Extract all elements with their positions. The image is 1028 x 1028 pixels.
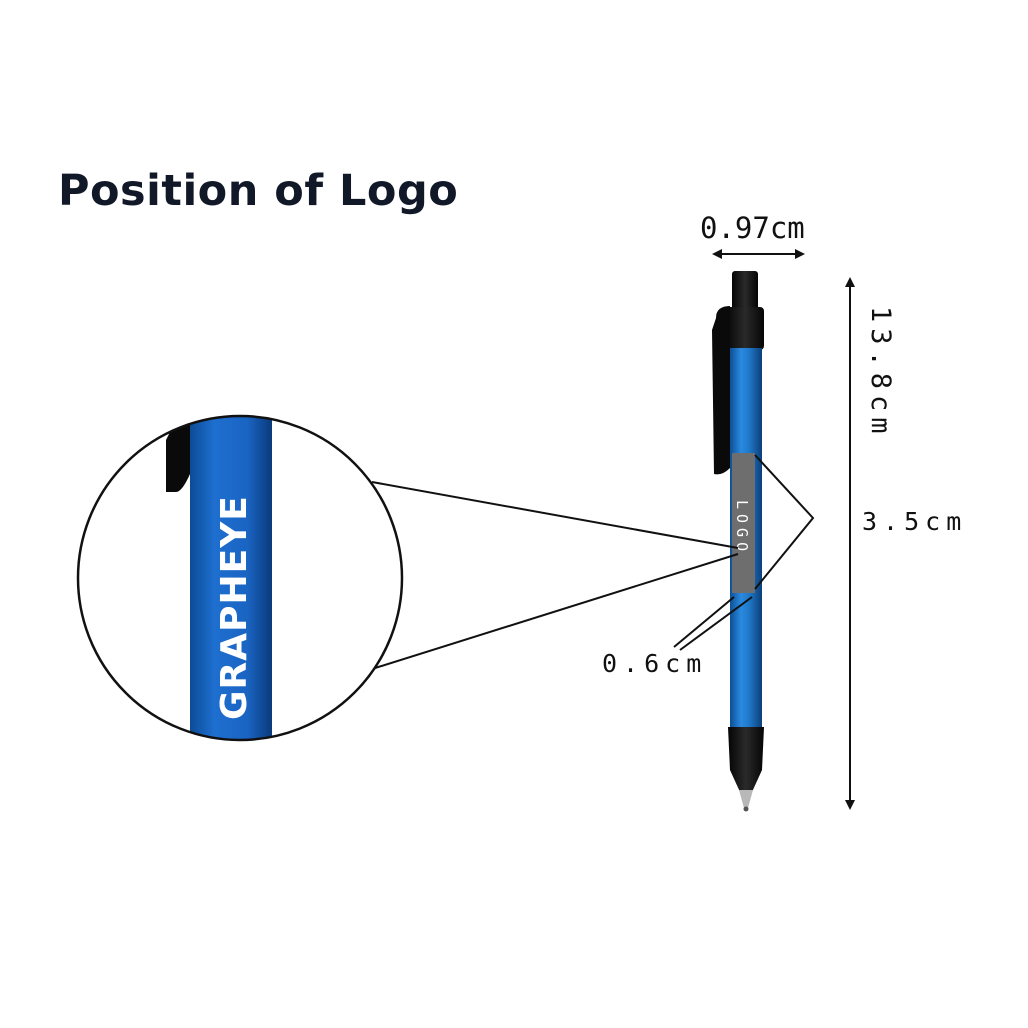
logo-length-label: 3.5cm [862, 507, 967, 536]
pen-ball [743, 806, 749, 812]
logo-area-label: LOGO [733, 500, 751, 556]
pen-plunger [732, 271, 758, 311]
pen-grip [728, 727, 764, 792]
zoom-barrel [190, 416, 272, 740]
zoom-logo-text: GRAPHEYE [214, 495, 255, 720]
length-label: 13.8cm [865, 306, 896, 440]
zoom-view: GRAPHEYE [76, 414, 404, 742]
logo-width-callout: 0.6cm [602, 596, 753, 678]
logo-length-callout: 3.5cm [754, 454, 967, 590]
length-dimension: 13.8cm [845, 277, 896, 810]
pen-tip [739, 790, 753, 808]
zoom-clip [166, 420, 190, 492]
zoom-connector-lines [371, 481, 739, 670]
pen-top-cap [726, 307, 764, 350]
logo-area [732, 453, 755, 593]
logo-width-label: 0.6cm [602, 649, 707, 678]
pen-clip [712, 306, 730, 475]
width-label: 0.97cm [700, 211, 805, 245]
page-title: Position of Logo [58, 166, 459, 216]
width-dimension: 0.97cm [700, 211, 805, 259]
pen: LOGO [712, 271, 764, 812]
